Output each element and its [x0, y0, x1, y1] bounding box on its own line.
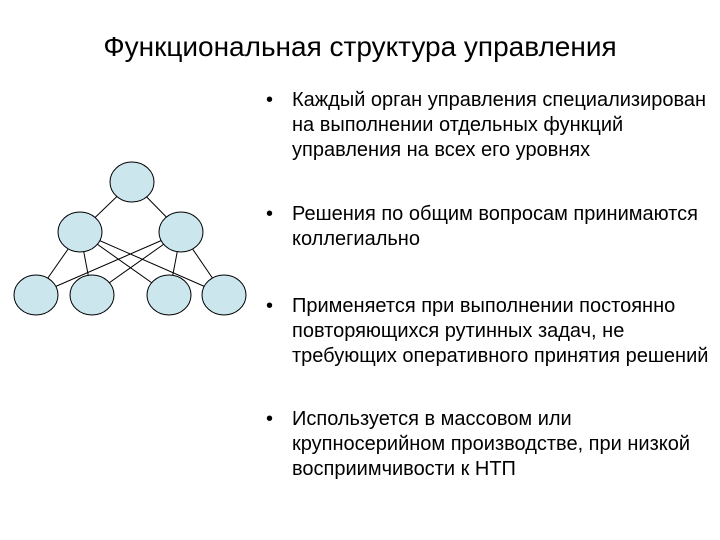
node-bottom-2: [69, 274, 115, 316]
bullet-text: Применяется при выполнении постоянно пов…: [292, 295, 709, 367]
bullet-marker: •: [266, 89, 274, 111]
node-bottom-1: [13, 274, 59, 316]
bullet-item: • Применяется при выполнении постоянно п…: [266, 294, 716, 369]
bullet-marker: •: [266, 408, 274, 430]
bullet-item: • Используется в массовом или крупносери…: [266, 407, 716, 482]
node-bottom-3: [146, 274, 192, 316]
node-middle-right: [158, 211, 204, 253]
bullet-list: • Каждый орган управления специализирова…: [266, 88, 716, 482]
edge: [79, 231, 225, 296]
node-top: [109, 161, 155, 203]
bullet-marker: •: [266, 203, 274, 225]
bullet-text: Решения по общим вопросам принимаются ко…: [292, 203, 698, 250]
bullet-text: Используется в массовом или крупносерийн…: [292, 408, 691, 480]
node-bottom-4: [201, 274, 247, 316]
bullet-item: • Каждый орган управления специализирова…: [266, 88, 716, 163]
bullet-marker: •: [266, 295, 274, 317]
edge: [35, 231, 182, 296]
slide-title: Функциональная структура управления: [103, 31, 617, 62]
bullet-item: • Решения по общим вопросам принимаются …: [266, 202, 716, 252]
node-middle-left: [57, 211, 103, 253]
bullet-text: Каждый орган управления специализирован …: [292, 89, 707, 161]
diagram-nodes: [13, 161, 247, 316]
org-structure-diagram: [13, 161, 247, 316]
